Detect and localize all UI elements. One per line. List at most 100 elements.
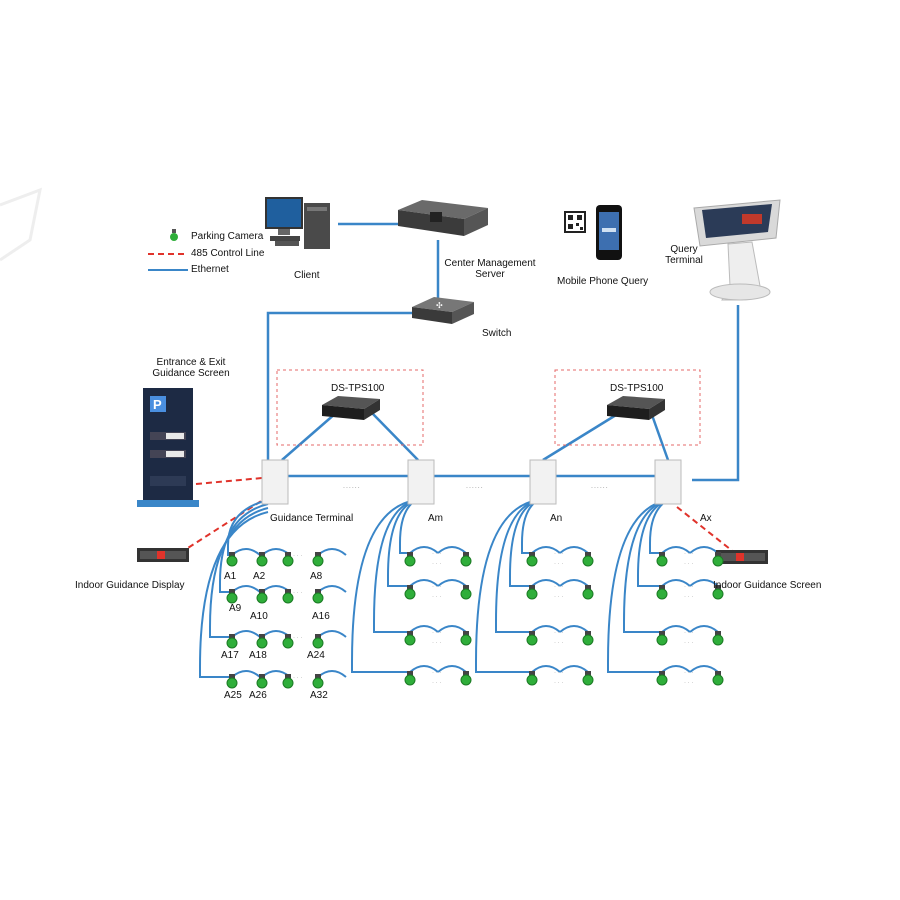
ax-camera-r2-b bbox=[712, 585, 724, 600]
ax-camera-r2-a bbox=[656, 585, 668, 600]
cam-label-a10: A10 bbox=[250, 611, 268, 622]
more-cameras-dots: · · · bbox=[684, 561, 693, 567]
guidance-terminals bbox=[261, 459, 682, 505]
entrance-exit-label: Entrance & Exit Guidance Screen bbox=[152, 357, 230, 379]
legend-control-line: 485 Control Line bbox=[191, 248, 265, 259]
more-cameras-dots: · · · bbox=[554, 680, 563, 686]
cam-label-a24: A24 bbox=[307, 650, 325, 661]
ethernet-lines bbox=[266, 222, 740, 482]
more-cameras-dots: · · · bbox=[554, 640, 563, 646]
cam-label-a16: A16 bbox=[312, 611, 330, 622]
legend-marks bbox=[148, 229, 188, 271]
cam-label-a18: A18 bbox=[249, 650, 267, 661]
more-cameras-dots: · · · bbox=[432, 594, 441, 600]
tps-right-label: DS-TPS100 bbox=[610, 383, 664, 394]
more-cameras-dots: · · · bbox=[554, 561, 563, 567]
qr-code-icon bbox=[564, 211, 586, 233]
more-cameras-dots: · · · bbox=[554, 630, 563, 636]
tps-right-a bbox=[542, 413, 617, 462]
an-camera-r4-b bbox=[582, 671, 594, 686]
am-camera-r3-b bbox=[460, 631, 472, 646]
more-cameras-dots: · · · bbox=[554, 670, 563, 676]
indoor-screen-label: Indoor Guidance Screen bbox=[713, 580, 822, 591]
guidance-terminal-label: Guidance Terminal bbox=[270, 513, 354, 524]
ax-camera-r1-b bbox=[712, 552, 724, 567]
parking-camera-r1-1 bbox=[226, 552, 238, 567]
parking-camera-r4-2 bbox=[256, 674, 268, 689]
client-pc-icon bbox=[265, 197, 330, 249]
switch-label: Switch bbox=[482, 328, 512, 339]
cam-label-a1: A1 bbox=[224, 571, 237, 582]
terminal-am-label: Am bbox=[428, 513, 443, 524]
parking-camera-r2-3 bbox=[312, 589, 324, 604]
more-cameras-dots: · · · bbox=[293, 675, 302, 681]
more-cameras-dots: · · · bbox=[293, 590, 302, 596]
server-label: Center Management Server bbox=[444, 258, 536, 280]
parking-camera-r4-extra bbox=[282, 674, 294, 689]
terminal-ax-label: Ax bbox=[700, 513, 712, 524]
parking-camera-r3-2 bbox=[256, 634, 268, 649]
ax-camera-r4-b bbox=[712, 671, 724, 686]
an-camera-r3-b bbox=[582, 631, 594, 646]
more-cameras-dots: · · · bbox=[554, 594, 563, 600]
parking-camera-r2-1 bbox=[226, 589, 238, 604]
query-terminal-label: Query Terminal bbox=[665, 244, 703, 266]
more-cameras-dots: · · · bbox=[684, 670, 693, 676]
query-kiosk-icon bbox=[693, 199, 781, 301]
am-camera-r2-b bbox=[460, 585, 472, 600]
svg-text:P: P bbox=[153, 397, 162, 412]
more-cameras-dots: · · · bbox=[684, 584, 693, 590]
tps-box-left-icon bbox=[322, 396, 380, 420]
more-cameras-dots: · · · bbox=[432, 640, 441, 646]
parking-camera-r1-2 bbox=[256, 552, 268, 567]
switch-icon: ✣ bbox=[412, 297, 474, 324]
terminal-an bbox=[529, 459, 557, 505]
tps-left-b bbox=[371, 412, 419, 461]
more-cameras-dots: · · · bbox=[293, 553, 302, 559]
parking-camera-r2-2 bbox=[256, 589, 268, 604]
ax-camera-r4-a bbox=[656, 671, 668, 686]
ellipsis-2: ...... bbox=[466, 483, 484, 490]
tps-box-right-icon bbox=[607, 396, 665, 420]
an-camera-r3-a bbox=[526, 631, 538, 646]
more-cameras-dots: · · · bbox=[432, 584, 441, 590]
parking-camera-r2-extra bbox=[282, 589, 294, 604]
parking-camera-r1-3 bbox=[312, 552, 324, 567]
indoor-display-label: Indoor Guidance Display bbox=[75, 580, 185, 591]
an-camera-r4-a bbox=[526, 671, 538, 686]
query-terminal-link bbox=[692, 305, 740, 482]
an-camera-r1-a bbox=[526, 552, 538, 567]
mobile-query-label: Mobile Phone Query bbox=[557, 276, 649, 287]
ellipsis-1: ...... bbox=[343, 483, 361, 490]
am-camera-r2-a bbox=[404, 585, 416, 600]
tps-left-label: DS-TPS100 bbox=[331, 383, 385, 394]
cam-label-a9: A9 bbox=[229, 603, 242, 614]
legend-parking-camera: Parking Camera bbox=[191, 231, 264, 242]
more-cameras-dots: · · · bbox=[432, 561, 441, 567]
am-camera-r1-b bbox=[460, 552, 472, 567]
terminal-an-label: An bbox=[550, 513, 563, 524]
cam-label-a26: A26 bbox=[249, 690, 267, 701]
more-cameras-dots: · · · bbox=[432, 551, 441, 557]
ax-camera-r3-b bbox=[712, 631, 724, 646]
parking-camera-r3-1 bbox=[226, 634, 238, 649]
ax-camera-r1-a bbox=[656, 552, 668, 567]
am-camera-r4-b bbox=[460, 671, 472, 686]
more-cameras-dots: · · · bbox=[432, 630, 441, 636]
more-cameras-dots: · · · bbox=[684, 551, 693, 557]
more-cameras-dots: · · · bbox=[684, 594, 693, 600]
cam-label-a32: A32 bbox=[310, 690, 328, 701]
more-cameras-dots: · · · bbox=[554, 551, 563, 557]
am-camera-r1-a bbox=[404, 552, 416, 567]
ax-camera-r3-a bbox=[656, 631, 668, 646]
parking-camera-r3-3 bbox=[312, 634, 324, 649]
parking-camera-r4-1 bbox=[226, 674, 238, 689]
svg-text:✣: ✣ bbox=[436, 301, 443, 310]
more-cameras-dots: · · · bbox=[432, 680, 441, 686]
switch-terminal-link bbox=[266, 311, 412, 463]
terminal-ax bbox=[654, 459, 682, 505]
an-camera-r1-b bbox=[582, 552, 594, 567]
an-camera-r2-a bbox=[526, 585, 538, 600]
more-cameras-dots: · · · bbox=[432, 670, 441, 676]
